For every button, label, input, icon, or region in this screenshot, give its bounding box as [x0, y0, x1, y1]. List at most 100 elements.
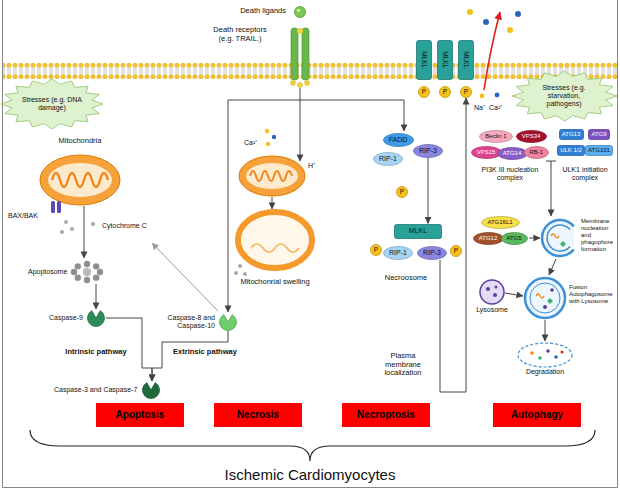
caspase-icon: Caspase-9: [49, 309, 106, 327]
label-box: Ischemic Cardiomyocytes: [180, 466, 440, 483]
protein-ellipse-outline: [384, 247, 413, 260]
node-text: RIP-1: [389, 249, 407, 257]
outcome-box-outline: [214, 403, 302, 427]
bax-bak-pore: [51, 201, 55, 213]
death-receptor: [291, 28, 298, 80]
caspase-icon: [86, 309, 106, 327]
label-box: Ca²⁺: [489, 104, 509, 112]
swollen-mitochondrion: [234, 271, 238, 275]
protein-ellipse: FADD: [383, 133, 414, 147]
autophagosome: [525, 278, 565, 318]
calcium-ions: [265, 129, 269, 133]
caspase-shape: [143, 383, 160, 399]
phagophore: [542, 220, 574, 256]
outcome-box: Necroptosis: [342, 403, 430, 427]
phosphate-circle-outline: [461, 87, 472, 98]
label-box: Mitochonrial swelling: [228, 278, 322, 287]
stress-burst-outline: [1, 79, 103, 129]
protein-ellipse-outline: [418, 247, 447, 260]
ion-efflux: [515, 11, 521, 17]
necrotic-mitochondrion: [239, 156, 305, 209]
protein-ellipse: ATG14: [497, 147, 528, 160]
label-box: Lysosome: [474, 306, 510, 314]
phagophore: [551, 234, 559, 238]
mlkl-box: MLKL: [394, 224, 442, 239]
degradation-vesicle: [538, 356, 542, 360]
cell-membrane: [3, 63, 617, 79]
phagophore: [560, 241, 566, 247]
node-text: Necroptosis: [357, 409, 415, 421]
node-text: ATG14: [503, 150, 522, 157]
caspase-shape: [220, 315, 237, 331]
protein-ellipse-outline: [374, 153, 403, 166]
protein-ellipse-outline: [501, 232, 527, 244]
label-box: BAX/BAK: [8, 212, 50, 220]
phosphate-circle-outline: [440, 87, 451, 98]
ion-efflux: [467, 9, 521, 98]
figure-frame: [3, 0, 618, 488]
signal-lines: [404, 100, 405, 131]
label-text: Mitochondria: [48, 137, 112, 146]
apoptosome-icon: Apoptosome: [28, 260, 104, 284]
figure-frame: [3, 0, 618, 488]
autophagy-arrows: [529, 238, 540, 239]
lysosome: [486, 287, 490, 291]
death-receptor: [302, 28, 309, 80]
signal-lines: [228, 88, 404, 100]
ion-efflux: [507, 27, 513, 33]
label-text: Cytochrome C: [102, 222, 158, 230]
protein-ellipse-outline: [497, 147, 527, 159]
death-receptor: [297, 28, 303, 34]
phosphate-circle: P: [460, 86, 472, 98]
autophagy-arrows: [545, 320, 546, 341]
node-text: Apoptosis: [116, 409, 165, 421]
mlkl-channel-outline: [417, 41, 432, 80]
label-box: Ca²⁺: [244, 139, 264, 147]
phosphate-circle: P: [439, 86, 451, 98]
swollen-mitochondrion: [234, 212, 312, 276]
lysosome: [493, 293, 497, 297]
apoptosome-spoke: [75, 274, 81, 280]
mlkl-channel-outline: [459, 41, 474, 80]
node-text: MLKL: [462, 52, 469, 69]
protein-box-outline: [586, 145, 613, 155]
node-text: FADD: [389, 136, 408, 144]
stress-burst: Stresses (e.g. DNA damage): [0, 78, 104, 130]
caspase-icon: Caspase-8 and Caspase-10: [165, 313, 238, 331]
label-text: Membrane nucleation and phagophore forma…: [581, 218, 616, 252]
outcome-box: Apoptosis: [96, 403, 184, 427]
phosphate-circle-outline: [397, 187, 408, 198]
calcium-ions: [265, 129, 276, 146]
signal-lines: [228, 100, 229, 312]
label-box: Necroosome: [378, 274, 434, 283]
stress-burst: Stresses (e.g. starvation, pathogens): [511, 70, 618, 122]
calcium-ions: [266, 142, 270, 146]
swollen-mitochondrion: [243, 272, 247, 276]
outcome-box: Autophagy: [493, 403, 581, 427]
node-label: Caspase-3 and Caspase-7: [54, 386, 137, 394]
label-box: H⁺: [308, 162, 322, 170]
autophagy-arrows: [505, 293, 523, 296]
apoptosome-icon: [70, 260, 104, 284]
node-text: P: [374, 246, 378, 253]
node-text: Stresses (e.g. DNA damage): [21, 96, 83, 112]
apoptosome-spoke: [75, 263, 81, 269]
degradation-vesicle: [518, 343, 572, 367]
curly-brace: [30, 430, 595, 461]
mitochondrion: [48, 163, 112, 197]
label-box: Degradation: [515, 368, 575, 376]
necrotic-mitochondrion: [246, 163, 298, 189]
apoptosome-spoke: [97, 269, 103, 275]
mlkl-channel: MLKL: [458, 40, 474, 80]
phagophore: [542, 220, 574, 256]
connector-arrow: [428, 158, 429, 224]
apoptosome-spoke: [93, 274, 99, 280]
curly-brace: [30, 430, 595, 461]
caspase-icon: [86, 309, 106, 327]
caspase-icon: [218, 313, 238, 331]
node-text: VPS34: [522, 133, 541, 140]
node-text: ATG16L1: [487, 219, 512, 226]
ion-efflux: [484, 12, 500, 90]
caspase-shape: [87, 311, 104, 327]
